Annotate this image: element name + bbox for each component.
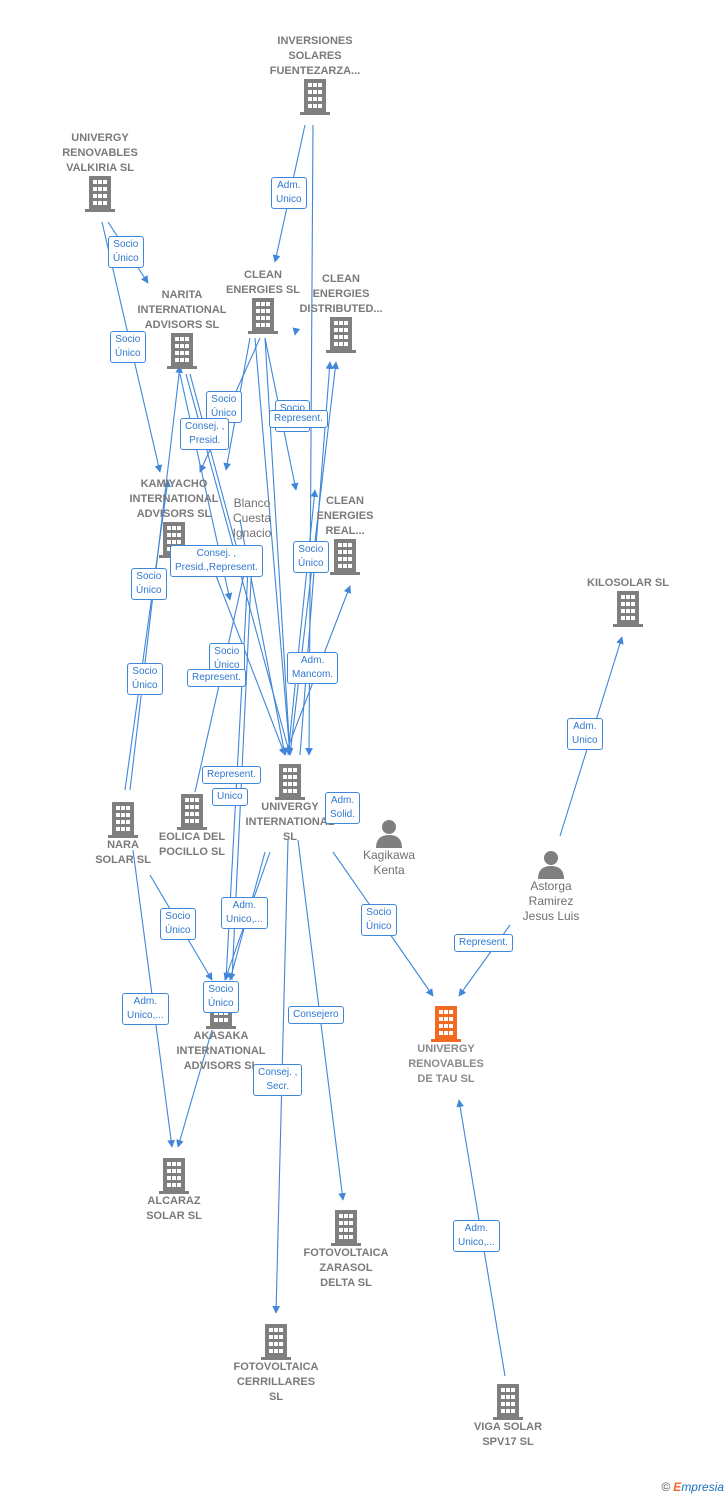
node-label: AKASAKA INTERNATIONAL ADVISORS SL bbox=[176, 1030, 266, 1072]
relation-label[interactable]: Adm. Mancom. bbox=[287, 652, 339, 684]
node-eolica[interactable]: EOLICA DEL POCILLO SL bbox=[127, 794, 257, 860]
relation-label[interactable]: Represent. bbox=[454, 934, 513, 952]
connection-line bbox=[305, 124, 314, 756]
node-label: ALCARAZ SOLAR SL bbox=[146, 1195, 202, 1222]
node-akasaka[interactable]: AKASAKA INTERNATIONAL ADVISORS SL bbox=[156, 993, 286, 1074]
building-icon-highlighted bbox=[431, 1006, 461, 1042]
node-kamiyacho[interactable]: KAMIYACHO INTERNATIONAL ADVISORS SL bbox=[109, 477, 239, 558]
relation-label[interactable]: Consej. , Secr. bbox=[253, 1064, 303, 1096]
node-inversiones[interactable]: INVERSIONES SOLARES FUENTEZARZA... bbox=[250, 34, 380, 115]
relation-label[interactable]: Adm. Unico bbox=[567, 718, 603, 750]
connection-line bbox=[264, 337, 294, 756]
brand-footer: ©Empresia bbox=[661, 1480, 724, 1494]
node-label: KAMIYACHO INTERNATIONAL ADVISORS SL bbox=[129, 478, 219, 520]
node-clean-distributed[interactable]: CLEAN ENERGIES DISTRIBUTED... bbox=[276, 272, 406, 353]
building-icon bbox=[493, 1384, 523, 1420]
node-label: EOLICA DEL POCILLO SL bbox=[158, 831, 226, 858]
building-icon bbox=[159, 1158, 189, 1194]
node-label: NARITA INTERNATIONAL ADVISORS SL bbox=[137, 289, 227, 331]
node-valkiria[interactable]: UNIVERGY RENOVABLES VALKIRIA SL bbox=[35, 131, 165, 212]
relation-label[interactable]: Adm. Solid. bbox=[325, 792, 361, 824]
node-label: CLEAN ENERGIES DISTRIBUTED... bbox=[299, 273, 383, 315]
building-icon bbox=[331, 1210, 361, 1246]
node-clean-real[interactable]: CLEAN ENERGIES REAL... bbox=[280, 494, 410, 575]
connection-line bbox=[292, 327, 301, 336]
person-icon bbox=[536, 849, 566, 879]
brand-initial: E bbox=[673, 1480, 682, 1494]
node-label: CLEAN ENERGIES REAL... bbox=[316, 495, 374, 537]
relation-label[interactable]: Socio Único bbox=[203, 981, 239, 1013]
node-alcaraz[interactable]: ALCARAZ SOLAR SL bbox=[109, 1158, 239, 1224]
relation-label[interactable]: Socio Único bbox=[110, 331, 146, 363]
node-label: Astorga Ramirez Jesus Luis bbox=[522, 879, 580, 923]
relation-label[interactable]: Socio Único bbox=[160, 908, 196, 940]
node-label: Blanco Cuesta Ignacio bbox=[232, 496, 272, 540]
building-icon bbox=[85, 176, 115, 212]
node-narita[interactable]: NARITA INTERNATIONAL ADVISORS SL bbox=[117, 288, 247, 369]
relation-label[interactable]: Consej. , Presid. bbox=[180, 418, 230, 450]
node-label: UNIVERGY RENOVABLES VALKIRIA SL bbox=[62, 132, 138, 174]
node-label: CLEAN ENERGIES SL bbox=[226, 269, 300, 296]
relation-label[interactable]: Socio Único bbox=[131, 568, 167, 600]
relation-label[interactable]: Adm. Unico,... bbox=[453, 1220, 500, 1252]
relation-label[interactable]: Adm. Unico,... bbox=[122, 993, 169, 1025]
relation-label[interactable]: Represent. bbox=[269, 410, 328, 428]
node-label: FOTOVOLTAICA ZARASOL DELTA SL bbox=[303, 1247, 389, 1289]
person-icon bbox=[374, 818, 404, 848]
node-label: KILOSOLAR SL bbox=[587, 577, 669, 589]
node-label: NARA SOLAR SL bbox=[95, 839, 151, 866]
building-icon bbox=[326, 317, 356, 353]
building-icon bbox=[167, 333, 197, 369]
relation-label[interactable]: Adm. Unico bbox=[271, 177, 307, 209]
relation-label[interactable]: Unico bbox=[212, 788, 248, 806]
node-zarasol[interactable]: FOTOVOLTAICA ZARASOL DELTA SL bbox=[281, 1210, 411, 1291]
node-nara[interactable]: NARA SOLAR SL bbox=[58, 802, 188, 868]
connection-line bbox=[124, 479, 171, 791]
building-icon bbox=[613, 591, 643, 627]
node-cerrillares[interactable]: FOTOVOLTAICA CERRILLARES SL bbox=[211, 1324, 341, 1405]
building-icon bbox=[261, 1324, 291, 1360]
brand-name: mpresia bbox=[681, 1480, 724, 1494]
relation-label[interactable]: Consej. , Presid.,Represent. bbox=[170, 545, 263, 577]
building-icon bbox=[300, 79, 330, 115]
node-univergy-tau[interactable]: UNIVERGY RENOVABLES DE TAU SL bbox=[381, 1006, 511, 1087]
building-icon bbox=[330, 539, 360, 575]
building-icon bbox=[275, 764, 305, 800]
relation-label[interactable]: Adm. Unico,... bbox=[221, 897, 268, 929]
node-univergy-international[interactable]: UNIVERGY INTERNATIONAL SL bbox=[225, 764, 355, 845]
connection-line bbox=[287, 489, 319, 756]
connection-line bbox=[176, 1029, 213, 1148]
node-kagikawa[interactable]: Kagikawa Kenta bbox=[324, 818, 454, 878]
relation-label[interactable]: Socio Único bbox=[108, 236, 144, 268]
building-icon bbox=[177, 794, 207, 830]
connection-line bbox=[254, 337, 294, 756]
node-viga[interactable]: VIGA SOLAR SPV17 SL bbox=[443, 1384, 573, 1450]
relation-label[interactable]: Represent. bbox=[187, 669, 246, 687]
node-clean-energies[interactable]: CLEAN ENERGIES SL bbox=[198, 268, 328, 334]
building-icon bbox=[248, 298, 278, 334]
node-blanco[interactable]: Blanco Cuesta Ignacio bbox=[187, 496, 317, 541]
node-astorga[interactable]: Astorga Ramirez Jesus Luis bbox=[486, 849, 616, 924]
node-label: INVERSIONES SOLARES FUENTEZARZA... bbox=[269, 35, 361, 77]
relation-label[interactable]: Socio Único bbox=[361, 904, 397, 936]
connection-line bbox=[189, 373, 242, 561]
relation-label[interactable]: Represent. bbox=[202, 766, 261, 784]
node-label: UNIVERGY INTERNATIONAL SL bbox=[245, 801, 335, 843]
copyright-icon: © bbox=[661, 1480, 671, 1494]
node-label: Kagikawa Kenta bbox=[362, 848, 416, 877]
node-label: VIGA SOLAR SPV17 SL bbox=[473, 1421, 543, 1448]
node-label: UNIVERGY RENOVABLES DE TAU SL bbox=[408, 1043, 484, 1085]
relation-label[interactable]: Socio Único bbox=[293, 541, 329, 573]
relation-label[interactable]: Socio Único bbox=[127, 663, 163, 695]
node-label: FOTOVOLTAICA CERRILLARES SL bbox=[233, 1361, 319, 1403]
node-kilosolar[interactable]: KILOSOLAR SL bbox=[563, 576, 693, 627]
relation-label[interactable]: Consejero bbox=[288, 1006, 344, 1024]
